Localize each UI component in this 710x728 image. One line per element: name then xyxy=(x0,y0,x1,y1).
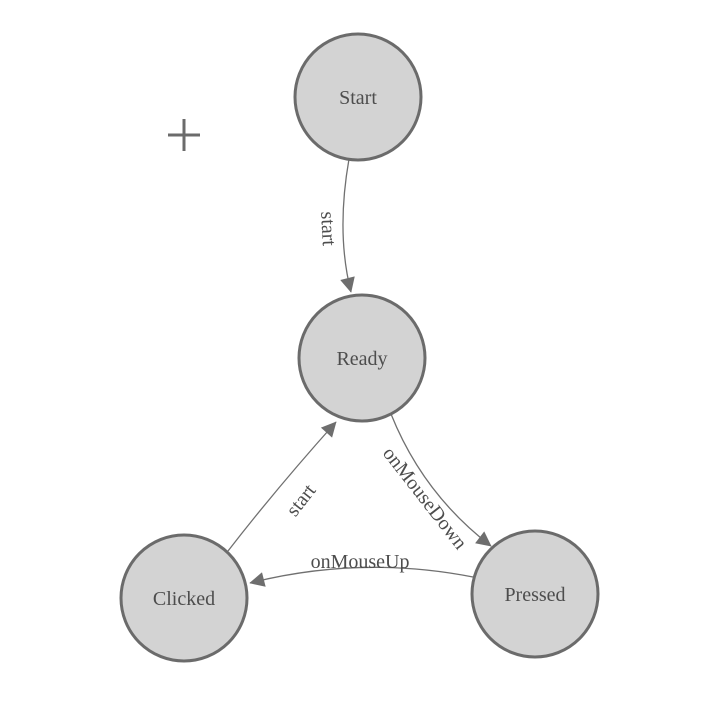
transition-path-ready-to-pressed[interactable] xyxy=(390,413,492,547)
transition-pressed-to-clicked[interactable]: onMouseUp xyxy=(249,551,474,587)
transition-start-to-ready[interactable]: start xyxy=(316,158,355,293)
transition-label-start: start xyxy=(316,211,340,247)
transition-label-onmousedown: onMouseDown xyxy=(378,443,471,554)
state-label-clicked: Clicked xyxy=(153,588,215,610)
transition-ready-to-pressed[interactable]: onMouseDown xyxy=(378,413,492,554)
state-label-pressed: Pressed xyxy=(504,584,565,606)
state-circle-ready[interactable] xyxy=(297,293,427,423)
state-node-start[interactable]: Start xyxy=(293,32,423,162)
crosshair-cursor-icon xyxy=(168,119,200,151)
state-label-ready: Ready xyxy=(336,348,387,370)
transition-label-start-2: start xyxy=(282,480,321,521)
transition-path-start-to-ready[interactable] xyxy=(340,158,355,293)
state-node-pressed[interactable]: Pressed xyxy=(470,529,600,659)
state-node-clicked[interactable]: Clicked xyxy=(119,533,249,663)
transition-path-pressed-to-clicked[interactable] xyxy=(249,566,474,587)
state-circle-clicked[interactable] xyxy=(119,533,249,663)
state-label-start: Start xyxy=(339,87,377,109)
transition-label-onmouseup: onMouseUp xyxy=(311,551,410,573)
state-circle-start[interactable] xyxy=(293,32,423,162)
transition-clicked-to-ready[interactable]: start xyxy=(227,421,337,552)
transition-path-clicked-to-ready[interactable] xyxy=(227,421,337,552)
state-circle-pressed[interactable] xyxy=(470,529,600,659)
state-node-ready[interactable]: Ready xyxy=(297,293,427,423)
